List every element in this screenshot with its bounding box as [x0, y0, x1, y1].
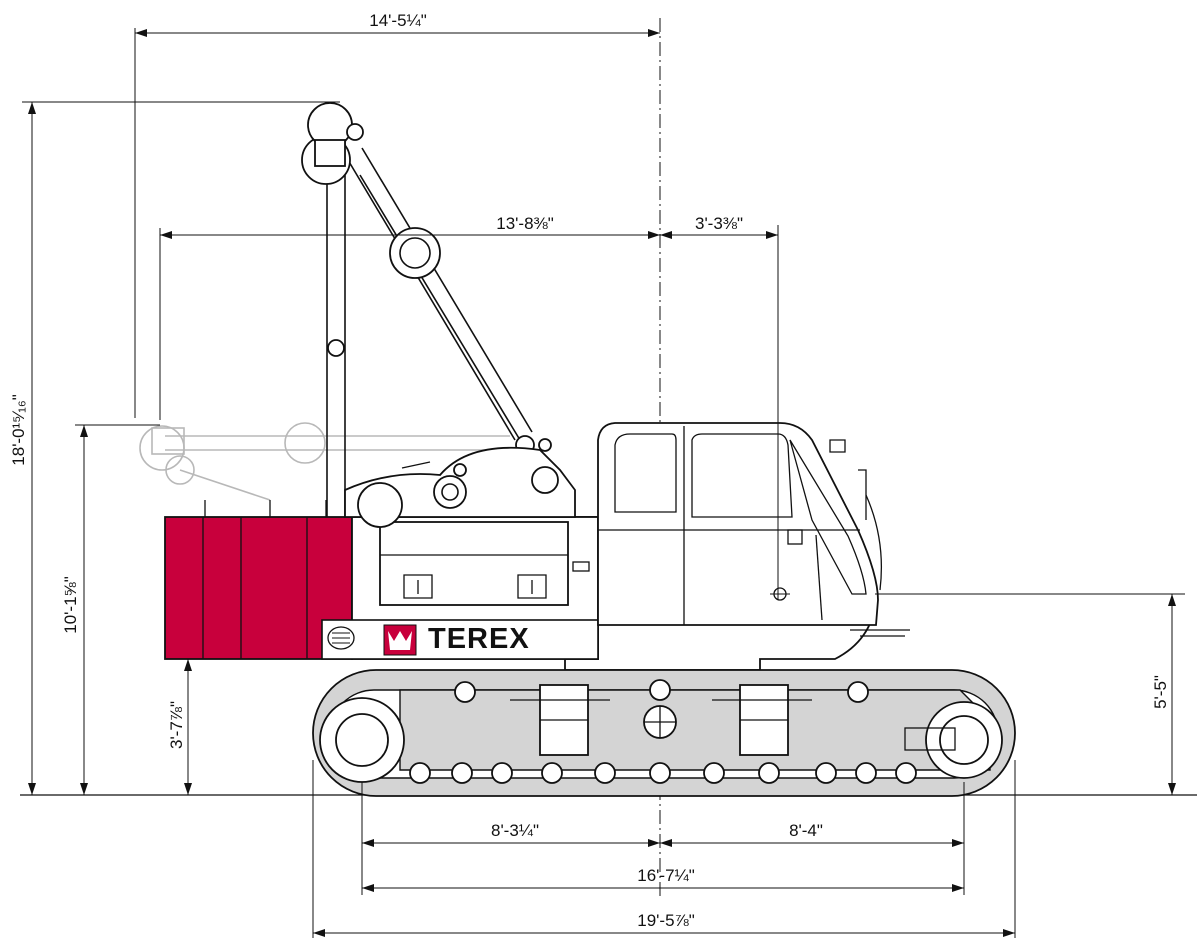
- track-rollers: [409, 679, 917, 784]
- operator-cab: [597, 422, 910, 637]
- dim-eye-height: 5'-5": [1151, 675, 1170, 709]
- dimension-labels: 14'-5¼" 13'-8⅜" 3'-3⅜" 18'-0¹⁵⁄₁₆" 10'-1…: [9, 11, 1170, 930]
- dimension-lines: [28, 29, 1176, 937]
- dim-boom-reach-low: 13'-8⅜": [496, 214, 553, 233]
- brand-wordmark: TEREX: [428, 623, 530, 655]
- dim-boom-reach-top: 14'-5¼": [369, 11, 426, 30]
- lowered-boom-ghost: [139, 422, 510, 501]
- crawler-track: [312, 669, 1016, 797]
- dim-lowered-boom-height: 10'-1⅝": [61, 576, 80, 633]
- dim-overall-track-length: 19'-5⅞": [637, 911, 694, 930]
- dim-tumbler-centers: 16'-7¼": [637, 866, 694, 885]
- hoist-machinery: [344, 446, 576, 528]
- dim-counterweight-clearance: 3'-7⅞": [167, 701, 186, 749]
- dim-track-rear: 8'-4": [789, 821, 823, 840]
- dim-overall-height: 18'-0¹⁵⁄₁₆": [9, 394, 28, 465]
- upper-body: TEREX: [321, 516, 877, 671]
- dim-track-front: 8'-3¼": [491, 821, 539, 840]
- counterweight: [164, 500, 353, 660]
- raised-boom: [301, 102, 552, 517]
- dim-cab-offset: 3'-3⅜": [695, 214, 743, 233]
- extension-lines: [22, 28, 1185, 938]
